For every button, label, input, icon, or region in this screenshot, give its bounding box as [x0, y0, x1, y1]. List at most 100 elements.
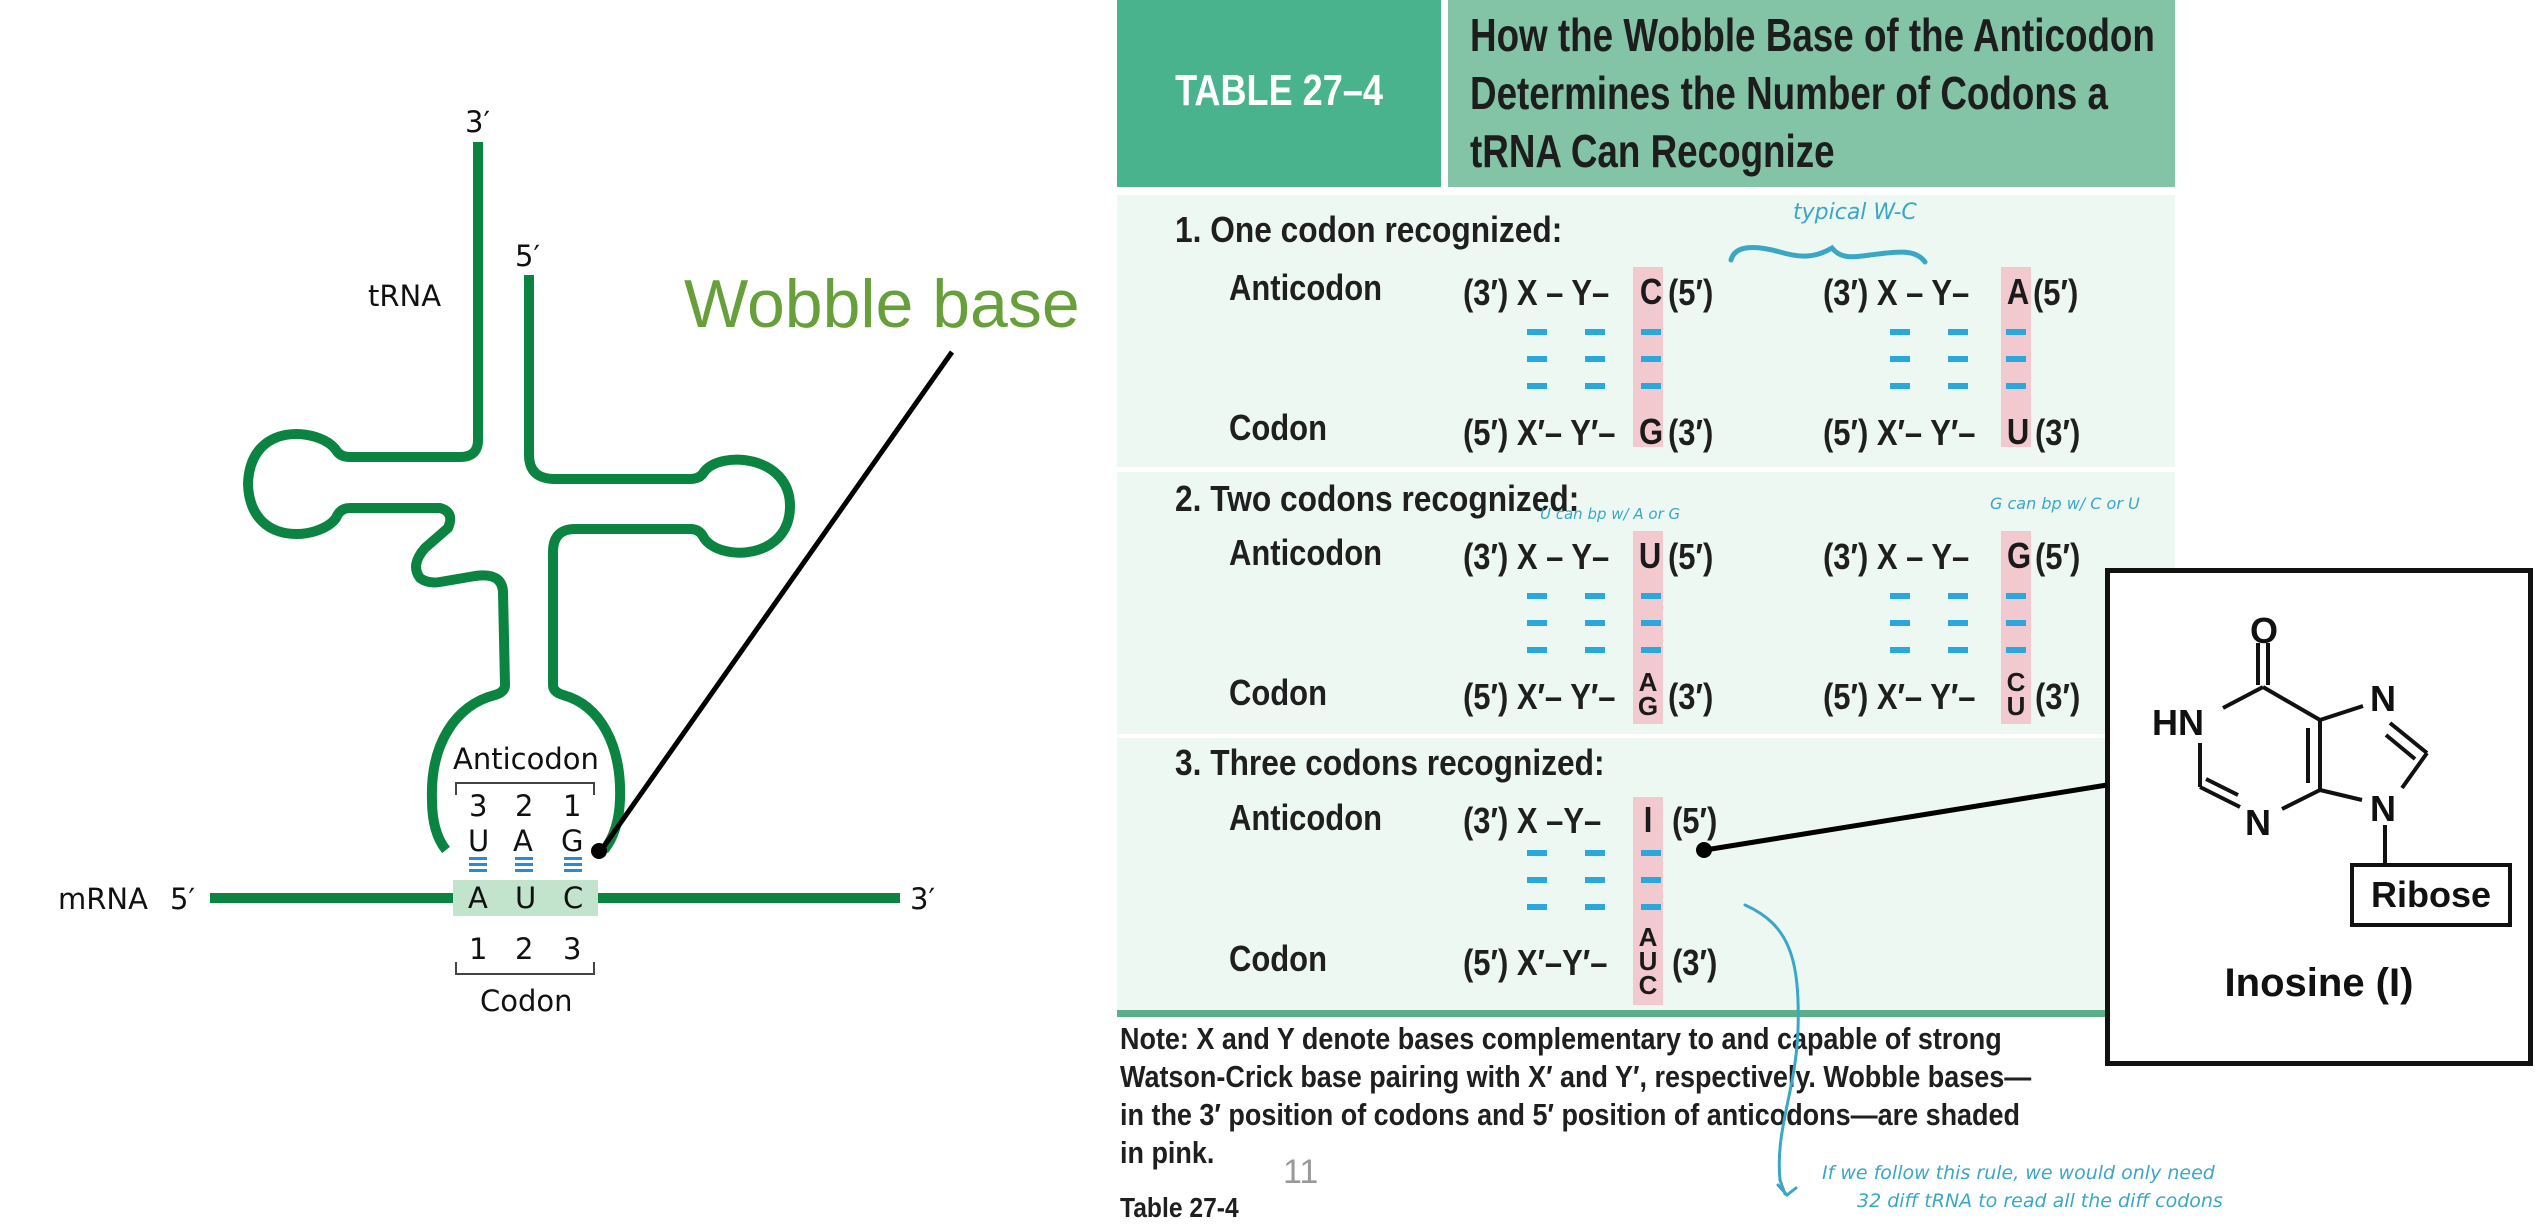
note-label: Note:: [1120, 1021, 1189, 1056]
codon-expression: (5′) X′– Y′–: [1823, 412, 1976, 453]
note-line: X and Y denote bases complementary to an…: [1188, 1021, 2002, 1056]
codon-expression: (5′) X′–Y′–: [1463, 942, 1608, 983]
table-title-line-3: tRNA Can Recognize: [1470, 125, 1835, 177]
section-title: 2. Two codons recognized:: [1175, 478, 1580, 519]
ribose-label: Ribose: [2371, 874, 2491, 915]
row-label-anticodon: Anticodon: [1229, 267, 1383, 308]
anticodon-expression: (3′) X – Y–: [1823, 272, 1970, 313]
trna-diagram: [210, 142, 955, 975]
codon-pos-1: 1: [469, 932, 488, 966]
anticodon-expression: (3′) X – Y–: [1823, 536, 1970, 577]
wobble-base: C: [1639, 271, 1663, 312]
table-title-box: How the Wobble Base of the Anticodon Det…: [1448, 0, 2175, 187]
trna-5prime-label: 5′: [515, 239, 541, 273]
table-title-line-1: How the Wobble Base of the Anticodon: [1470, 9, 2155, 61]
inosine-atom-n9: N: [2370, 788, 2396, 829]
row-label-codon: Codon: [1229, 407, 1328, 448]
row-label-anticodon: Anticodon: [1229, 532, 1383, 573]
section-title: 1. One codon recognized:: [1175, 209, 1563, 250]
anticodon-base-g: G: [561, 824, 584, 858]
codon-label: Codon: [480, 984, 573, 1018]
anticodon-pos-3: 3: [469, 789, 488, 823]
codon-expression: (5′) X′– Y′–: [1823, 676, 1976, 717]
anticodon-expression: (3′) X – Y–: [1463, 272, 1610, 313]
inosine-atom-o: O: [2250, 610, 2278, 651]
inosine-atom-hn: HN: [2152, 702, 2204, 743]
codon-suffix: (3′): [1668, 676, 1714, 717]
trna-strand-left: [243, 142, 510, 854]
wobble-base: G: [1638, 411, 1664, 452]
wobble-pointer-line: [597, 350, 955, 854]
codon-base-a: A: [468, 881, 488, 915]
inosine-structure-box: O HN N N N Ribose Inosine (I): [2105, 568, 2533, 1066]
codon-pos-3: 3: [563, 932, 582, 966]
inosine-name: Inosine (I): [2224, 961, 2414, 1005]
table-title: How the Wobble Base of the Anticodon Det…: [1470, 6, 2155, 180]
table-caption: Table 27-4: [1120, 1192, 1239, 1223]
anticodon-base-a: A: [513, 824, 533, 858]
table-bottom-rule: [1117, 1010, 2175, 1017]
wobble-base: G: [2006, 535, 2032, 576]
trna-3prime-label: 3′: [465, 105, 491, 139]
row-label-codon: Codon: [1229, 938, 1328, 979]
mrna-3prime-label: 3′: [910, 882, 936, 916]
inosine-atom-n3: N: [2245, 802, 2271, 843]
annotation-footnote-line-2: 32 diff tRNA to read all the diff codons: [1857, 1190, 2223, 1212]
inosine-atom-n7: N: [2370, 678, 2396, 719]
codon-expression: (5′) X′– Y′–: [1463, 412, 1616, 453]
row-label-anticodon: Anticodon: [1229, 797, 1383, 838]
note-line: in the 3′ position of codons and 5′ posi…: [1120, 1097, 2021, 1132]
wobble-base: I: [1643, 799, 1653, 840]
wobble-base-label: Wobble base: [684, 266, 1080, 342]
anticodon-label: Anticodon: [453, 742, 599, 776]
note-line: Watson-Crick base pairing with X′ and Y′…: [1120, 1059, 2032, 1094]
codon-suffix: (3′): [1672, 942, 1718, 983]
hbond-bars: [469, 857, 582, 872]
inosine-structure: O HN N N N Ribose: [2152, 610, 2512, 927]
trna-label: tRNA: [368, 279, 442, 313]
codon-expression: (5′) X′– Y′–: [1463, 676, 1616, 717]
table-note: Note: X and Y denote bases complementary…: [1120, 1020, 2042, 1172]
anticodon-suffix: (5′): [1668, 272, 1714, 313]
anticodon-base-u: U: [468, 824, 490, 858]
note-line: in pink.: [1120, 1135, 1215, 1170]
mrna-5prime-label: 5′: [170, 882, 196, 916]
codon-pos-2: 2: [515, 932, 534, 966]
anticodon-pos-2: 2: [515, 789, 534, 823]
anticodon-suffix: (5′): [1668, 536, 1714, 577]
anticodon-expression: (3′) X –Y–: [1463, 800, 1602, 841]
trna-strand-right: [524, 275, 795, 854]
mrna-label: mRNA: [58, 882, 148, 916]
anticodon-suffix: (5′): [2033, 272, 2079, 313]
wobble-pointer-dot: [591, 843, 607, 859]
section-title: 3. Three codons recognized:: [1175, 742, 1605, 783]
wobble-base: A: [2006, 271, 2030, 312]
anticodon-expression: (3′) X – Y–: [1463, 536, 1610, 577]
codon-highlight: [453, 880, 598, 916]
wobble-base: U: [2006, 411, 2030, 452]
wobble-base: U: [1638, 535, 1662, 576]
anticodon-suffix: (5′): [1672, 800, 1718, 841]
codon-base-u: U: [515, 881, 537, 915]
row-label-codon: Codon: [1229, 672, 1328, 713]
anticodon-pos-1: 1: [563, 789, 582, 823]
table-title-line-2: Determines the Number of Codons a: [1470, 67, 2108, 119]
codon-base-c: C: [563, 881, 584, 915]
wobble-shade: [2001, 531, 2031, 724]
page-number: 11: [1283, 1153, 1319, 1191]
table-number: TABLE 27–4: [1175, 66, 1383, 115]
codon-bracket: [455, 962, 595, 975]
anticodon-suffix: (5′): [2035, 536, 2081, 577]
annotation-typical-wc: typical W-C: [1793, 200, 1917, 225]
annotation-g-pairs: G can bp w/ C or U: [1990, 494, 2140, 513]
table-number-box: TABLE 27–4: [1117, 0, 1441, 187]
codon-suffix: (3′): [2035, 412, 2081, 453]
codon-suffix: (3′): [2035, 676, 2081, 717]
anticodon-bracket: [455, 782, 595, 795]
wobble-shade: [1633, 797, 1663, 1005]
codon-suffix: (3′): [1668, 412, 1714, 453]
annotation-u-pairs: U can bp w/ A or G: [1540, 505, 1681, 523]
